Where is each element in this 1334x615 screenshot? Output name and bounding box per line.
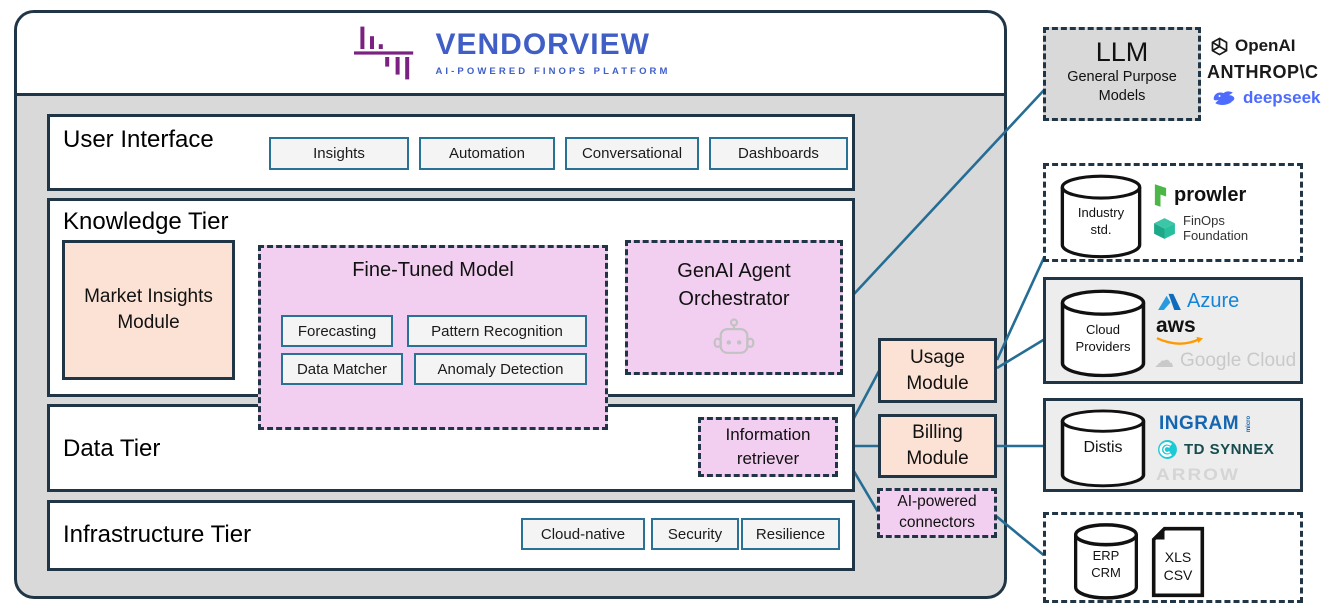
genai-agent-orchestrator: GenAI Agent Orchestrator	[625, 240, 843, 375]
fine-tuned-model-title: Fine-Tuned Model	[352, 259, 514, 281]
billing-module-line1: Billing	[912, 422, 963, 444]
capability-data-matcher: Data Matcher	[281, 353, 403, 385]
information-retriever-line2: retriever	[736, 449, 800, 468]
database-icon	[1073, 523, 1139, 600]
openai-label: OpenAI	[1235, 36, 1296, 55]
market-insights-module: Market Insights Module	[62, 240, 235, 380]
document-icon	[1151, 526, 1205, 598]
ui-chip-conversational: Conversational	[565, 137, 699, 170]
infra-chip-security: Security	[651, 518, 739, 550]
ai-powered-connectors: AI-powered connectors	[877, 488, 997, 538]
genai-line1: GenAI Agent	[677, 260, 791, 282]
robot-icon	[713, 318, 755, 354]
cloud-providers-box: Cloud Providers Azure aws ☁ Google Cloud	[1043, 277, 1303, 384]
billing-module: Billing Module	[878, 414, 997, 478]
ingram-label: INGRAM	[1159, 413, 1240, 434]
td-synnex-label: TD SYNNEX	[1184, 441, 1275, 458]
google-cloud-logo: ☁ Google Cloud	[1154, 350, 1296, 372]
prowler-label: prowler	[1174, 184, 1247, 206]
aws-label: aws	[1156, 314, 1196, 337]
distributors-box: Distis INGRAM micro TD SYNNEX ARROW	[1043, 398, 1303, 492]
tier-infrastructure-label: Infrastructure Tier	[63, 521, 252, 548]
app-subtitle: AI-POWERED FINOPS PLATFORM	[435, 65, 671, 77]
xls-csv-document: XLS CSV	[1151, 526, 1205, 598]
llm-box: LLM General Purpose Models	[1043, 27, 1201, 121]
data-sources-box: ERP CRM XLS CSV	[1043, 512, 1303, 603]
capability-anomaly-detection: Anomaly Detection	[414, 353, 587, 385]
prowler-icon	[1154, 184, 1167, 207]
ingram-logo: INGRAM micro	[1159, 413, 1257, 435]
tier-user-interface: User Interface Insights Automation Conve…	[47, 114, 855, 191]
erp-crm-label: ERP CRM	[1091, 548, 1121, 580]
openai-logo: OpenAI	[1210, 36, 1295, 56]
usage-module-line2: Module	[906, 372, 969, 394]
distis-db-label: Distis	[1083, 439, 1123, 456]
ui-chip-insights: Insights	[269, 137, 409, 170]
infra-chip-cloud-native: Cloud-native	[521, 518, 645, 550]
information-retriever: Information retriever	[698, 417, 838, 477]
prowler-logo: prowler	[1153, 183, 1246, 208]
database-icon	[1060, 289, 1146, 378]
deepseek-whale-icon	[1213, 90, 1235, 105]
industry-db-label: Industry std.	[1077, 205, 1125, 237]
app-title: VENDORVIEW	[435, 27, 650, 61]
tier-infrastructure: Infrastructure Tier Cloud-native Securit…	[47, 500, 855, 571]
market-insights-line2: Module	[117, 312, 180, 333]
aws-smile-icon	[1156, 336, 1203, 345]
google-cloud-icon: ☁	[1154, 350, 1174, 372]
tier-knowledge-label: Knowledge Tier	[63, 208, 229, 235]
ui-chip-dashboards: Dashboards	[709, 137, 848, 170]
ui-chip-automation: Automation	[419, 137, 555, 170]
azure-icon	[1158, 293, 1181, 311]
tier-user-interface-label: User Interface	[63, 126, 214, 153]
industry-db-cylinder: Industry std.	[1059, 173, 1143, 259]
platform-header: VENDORVIEW AI-POWERED FINOPS PLATFORM	[17, 13, 1004, 96]
finops-label: FinOps Foundation	[1183, 213, 1249, 243]
google-cloud-label: Google Cloud	[1180, 350, 1297, 371]
usage-module-line1: Usage	[910, 346, 965, 368]
anthropic-logo: ANTHROP\C	[1207, 62, 1319, 82]
billing-module-line2: Module	[906, 448, 969, 469]
openai-icon	[1211, 36, 1228, 56]
deepseek-label: deepseek	[1243, 88, 1321, 107]
logo-text: VENDORVIEW AI-POWERED FINOPS PLATFORM	[435, 27, 671, 77]
distis-db-cylinder: Distis	[1059, 408, 1147, 488]
database-icon	[1060, 174, 1142, 259]
td-synnex-logo: TD SYNNEX	[1157, 439, 1274, 460]
infra-chip-resilience: Resilience	[741, 518, 840, 550]
usage-module: Usage Module	[878, 338, 997, 403]
database-icon	[1060, 409, 1146, 488]
fine-tuned-model: Fine-Tuned Model Forecasting Pattern Rec…	[258, 245, 608, 430]
llm-subtitle-line2: Models	[1098, 88, 1146, 105]
azure-label: Azure	[1187, 290, 1240, 312]
td-synnex-icon	[1158, 440, 1177, 459]
aws-logo: aws	[1156, 314, 1203, 353]
vendorview-logo-icon	[354, 26, 414, 80]
cloud-db-cylinder: Cloud Providers	[1059, 288, 1147, 378]
finops-foundation-logo: FinOps Foundation	[1152, 213, 1249, 244]
arrow-logo: ARROW	[1156, 466, 1240, 485]
llm-subtitle-line1: General Purpose	[1067, 68, 1177, 85]
ai-connectors-line1: AI-powered	[897, 493, 977, 511]
deepseek-logo: deepseek	[1212, 88, 1321, 108]
ingram-micro-mark: micro	[1246, 415, 1253, 433]
genai-line2: Orchestrator	[678, 288, 790, 310]
capability-pattern-recognition: Pattern Recognition	[407, 315, 587, 347]
finops-cube-icon	[1154, 218, 1175, 240]
ai-connectors-line2: connectors	[899, 514, 975, 531]
xls-csv-label: XLS CSV	[1163, 549, 1193, 584]
erp-crm-db-cylinder: ERP CRM	[1073, 522, 1139, 600]
information-retriever-line1: Information	[725, 425, 811, 445]
capability-forecasting: Forecasting	[281, 315, 393, 347]
industry-standards-box: Industry std. prowler FinOps Foundation	[1043, 163, 1303, 262]
tier-data-label: Data Tier	[63, 435, 161, 462]
market-insights-line1: Market Insights	[84, 286, 213, 308]
llm-title: LLM	[1095, 37, 1149, 67]
azure-logo: Azure	[1158, 290, 1239, 313]
cloud-db-label: Cloud Providers	[1075, 322, 1131, 354]
